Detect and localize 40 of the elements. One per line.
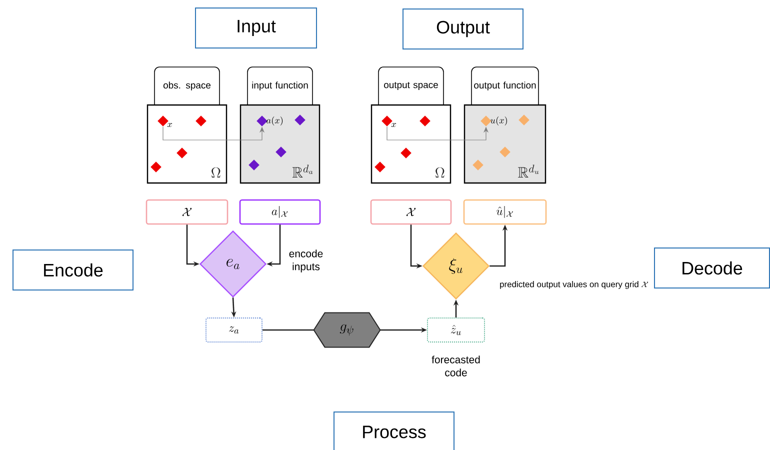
section-label: Input — [195, 8, 317, 48]
space-symbol: $\Omega$ — [435, 167, 444, 178]
data-point — [374, 162, 386, 172]
point-label: $a(x)$ — [266, 116, 283, 126]
data-point — [196, 116, 206, 126]
variable-box: $a|_{\mathcal{X}}$ — [239, 199, 321, 225]
process-hexagon: $g_\psi$ — [313, 312, 381, 348]
annotation-text: forecasted code — [432, 356, 480, 376]
data-point — [400, 148, 412, 158]
data-point — [150, 162, 162, 172]
data-point — [294, 114, 306, 126]
panel-tab: output space — [378, 66, 444, 106]
section-label: Output — [402, 8, 524, 50]
annotation-text: encode inputs — [289, 250, 323, 272]
data-point — [518, 114, 530, 126]
variable-box: $\hat{u}|_{\mathcal{X}}$ — [463, 199, 547, 225]
space-symbol: $\Omega$ — [211, 167, 220, 178]
latent-code-box: $\hat{z}_u$ — [427, 318, 485, 342]
data-point — [176, 148, 188, 158]
point-label: $x$ — [391, 122, 396, 128]
data-point — [500, 146, 510, 158]
variable-box: $\mathcal{X}$ — [370, 199, 452, 225]
latent-code-box: $z_a$ — [206, 318, 262, 342]
space-symbol: $\mathbb{R}^{d_u}$ — [518, 164, 539, 178]
point-label: $u(x)$ — [490, 116, 507, 126]
panel-tab: output function — [471, 66, 539, 106]
data-point — [420, 116, 430, 126]
section-label: Process — [334, 412, 454, 450]
data-point — [248, 160, 260, 170]
data-point — [472, 160, 484, 170]
panel-tab: input function — [247, 66, 313, 106]
panel-tab: obs. space — [154, 66, 220, 106]
annotation-text: $\text{predicted output values on query grid }\mathcal{X}$ — [500, 281, 648, 289]
point-label: $x$ — [167, 122, 172, 128]
section-label: Encode — [12, 250, 134, 290]
section-label: Decode — [654, 248, 770, 288]
connector — [262, 329, 314, 331]
data-point — [276, 146, 286, 158]
space-symbol: $\mathbb{R}^{d_a}$ — [292, 164, 313, 178]
variable-box: $\mathcal{X}$ — [146, 199, 228, 225]
